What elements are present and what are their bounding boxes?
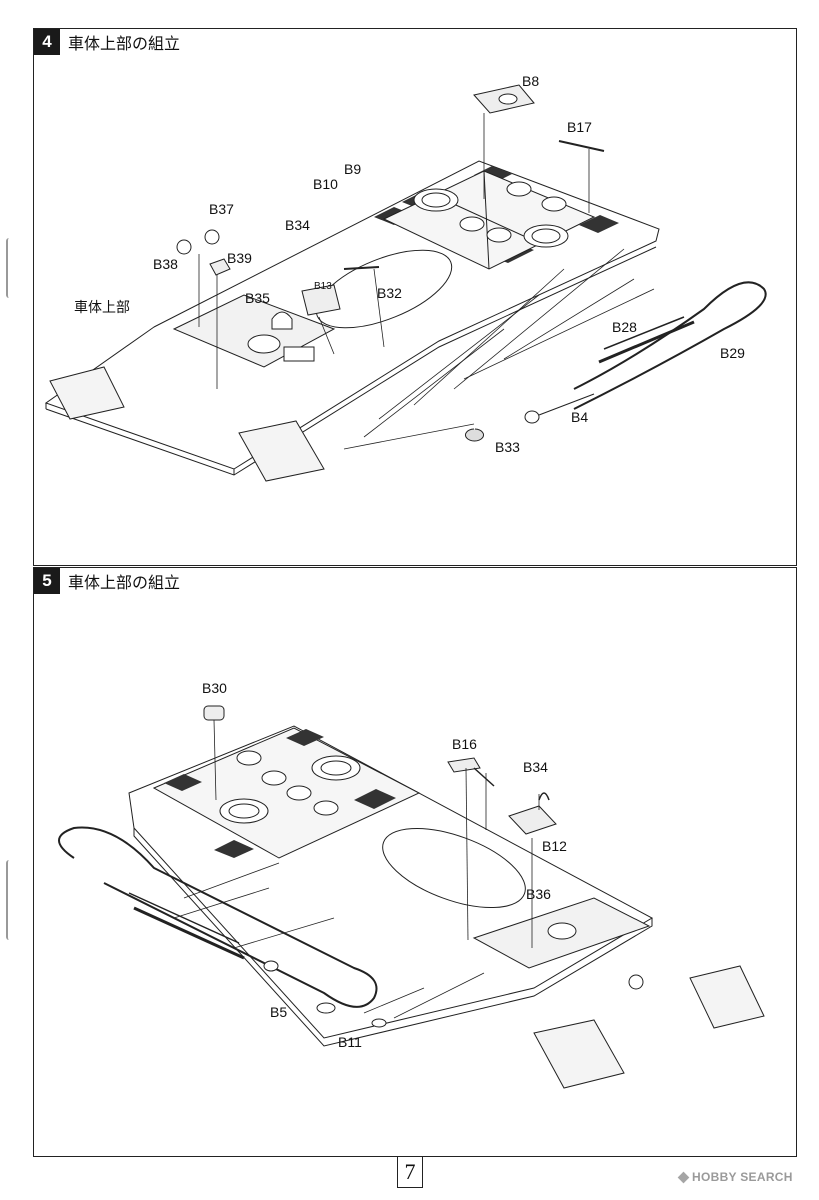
step-4-title: 車体上部の組立 bbox=[68, 34, 181, 53]
label-b11: B11 bbox=[338, 1034, 362, 1050]
label-b33: B33 bbox=[495, 439, 520, 455]
label-b36: B36 bbox=[526, 886, 551, 902]
label-b8: B8 bbox=[522, 73, 540, 89]
hobby-search-logo-icon bbox=[677, 1171, 690, 1183]
label-b39: B39 bbox=[227, 250, 252, 266]
step-5-hull-drawing bbox=[58, 705, 765, 1089]
step-4-panel: 4 車体上部の組立 bbox=[33, 28, 797, 566]
step-5-number: 5 bbox=[34, 568, 60, 594]
step-4-hull-drawing bbox=[44, 84, 767, 482]
hobby-search-watermark: HOBBY SEARCH bbox=[677, 1170, 793, 1184]
label-hull-upper: 車体上部 bbox=[74, 300, 130, 316]
label-b34-step5: B34 bbox=[523, 759, 548, 775]
label-b29: B29 bbox=[720, 345, 745, 361]
label-b13: B13 bbox=[314, 281, 332, 292]
label-b37: B37 bbox=[209, 201, 234, 217]
binding-mark-bottom bbox=[6, 860, 14, 940]
label-b5: B5 bbox=[270, 1004, 288, 1020]
label-b12: B12 bbox=[542, 838, 567, 854]
step-5-panel: 5 車体上部の組立 bbox=[33, 567, 797, 1157]
page-number: 7 bbox=[397, 1156, 423, 1188]
watermark-text: HOBBY SEARCH bbox=[692, 1170, 793, 1184]
label-b4: B4 bbox=[571, 409, 589, 425]
label-b9: B9 bbox=[344, 161, 362, 177]
label-b35: B35 bbox=[245, 290, 270, 306]
label-b30: B30 bbox=[202, 680, 227, 696]
label-b32: B32 bbox=[377, 285, 402, 301]
label-b38: B38 bbox=[153, 256, 178, 272]
label-b10: B10 bbox=[313, 176, 338, 192]
step-4-number: 4 bbox=[34, 29, 60, 55]
label-b17: B17 bbox=[567, 119, 592, 135]
step-5-title: 車体上部の組立 bbox=[68, 573, 181, 592]
step-5-header: 5 車体上部の組立 bbox=[34, 568, 180, 594]
label-b16: B16 bbox=[452, 736, 477, 752]
step-4-header: 4 車体上部の組立 bbox=[34, 29, 180, 55]
label-b34: B34 bbox=[285, 217, 310, 233]
binding-mark-top bbox=[6, 238, 14, 298]
label-b28: B28 bbox=[612, 319, 637, 335]
